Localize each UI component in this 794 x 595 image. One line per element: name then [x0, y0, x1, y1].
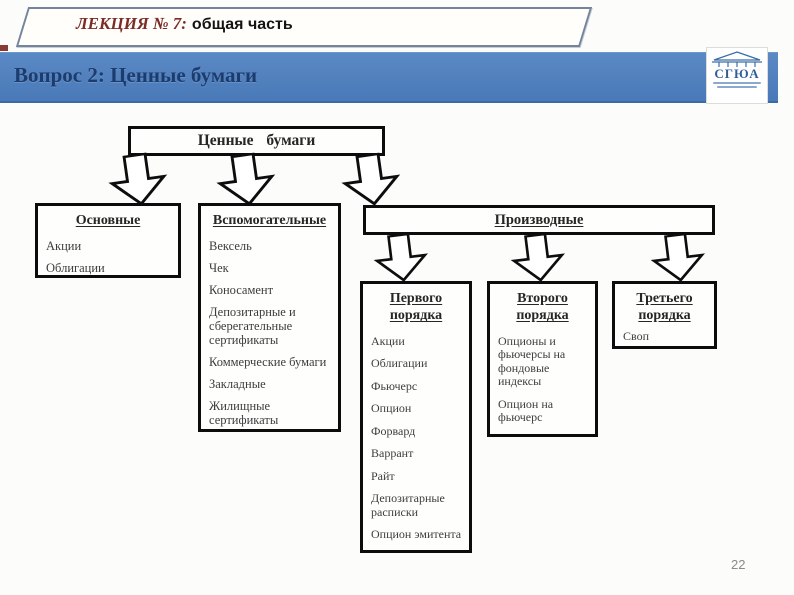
list-item: Жилищные сертификаты [209, 399, 279, 427]
list-item: Облигации [371, 356, 428, 371]
order-title: Первого порядка [389, 291, 443, 323]
down-arrow-icon [643, 230, 712, 285]
diagram-root-box: Ценные бумаги [128, 126, 385, 156]
list-item: Депозитарные и сберегательные сертификат… [209, 305, 296, 347]
list-item: Коносамент [209, 283, 274, 297]
down-arrow-icon [336, 150, 407, 210]
down-arrow-icon [366, 230, 435, 285]
list-item: Чек [209, 261, 229, 275]
list-item: Варрант [371, 446, 414, 461]
order-box-tretego: Третьего порядка Своп [612, 281, 717, 349]
branch-title: Вспомогательные [212, 213, 327, 228]
branch-title: Основные [75, 213, 141, 228]
branch-title: Производные [494, 212, 584, 228]
down-arrow-icon [503, 230, 572, 285]
diagram-root-label: Ценные бумаги [197, 132, 316, 149]
question-title: Вопрос 2: Ценные бумаги [14, 63, 258, 87]
list-item: Опционы и фьючерсы на фондовые индексы [498, 334, 566, 389]
list-item: Опцион на фьючерс [498, 396, 554, 425]
page-number: 22 [731, 557, 746, 572]
academy-logo: СГЮА [706, 47, 768, 104]
lecture-number-label: ЛЕКЦИЯ № 7: [76, 14, 187, 33]
logo-subtext-line [717, 86, 757, 88]
lecture-header: ЛЕКЦИЯ № 7:общая часть [76, 14, 293, 34]
list-item: Акции [371, 334, 405, 348]
list-item: Райт [371, 468, 395, 483]
list-item: Фьючерс [371, 378, 418, 393]
list-item: Форвард [371, 423, 416, 438]
down-arrow-icon [211, 150, 282, 210]
accent-mark [0, 45, 8, 51]
logo-subtext-line [713, 82, 761, 84]
lecture-part-label: общая часть [191, 16, 293, 33]
order-title: Третьего порядка [636, 291, 693, 323]
list-item: Опцион эмитента [371, 526, 462, 541]
down-arrow-icon [103, 150, 174, 210]
list-item: Акции [46, 239, 82, 253]
order-items: Своп [615, 329, 714, 346]
building-icon [712, 51, 762, 67]
logo-abbr: СГЮА [714, 66, 760, 81]
list-item: Закладные [209, 377, 266, 391]
list-item: Вексель [209, 239, 252, 253]
list-item: Опцион [371, 401, 412, 416]
list-item: Облигации [46, 261, 105, 275]
order-box-vtorogo: Второго порядка Опционы и фьючерсы на фо… [487, 281, 598, 437]
branch-box-proizvodnye: Производные [363, 205, 715, 235]
list-item: Своп [623, 329, 650, 343]
order-title: Второго порядка [516, 291, 569, 323]
list-item: Депозитарные расписки [371, 491, 445, 519]
list-item: Коммерческие бумаги [209, 355, 327, 369]
question-banner: Вопрос 2: Ценные бумаги [0, 52, 778, 103]
